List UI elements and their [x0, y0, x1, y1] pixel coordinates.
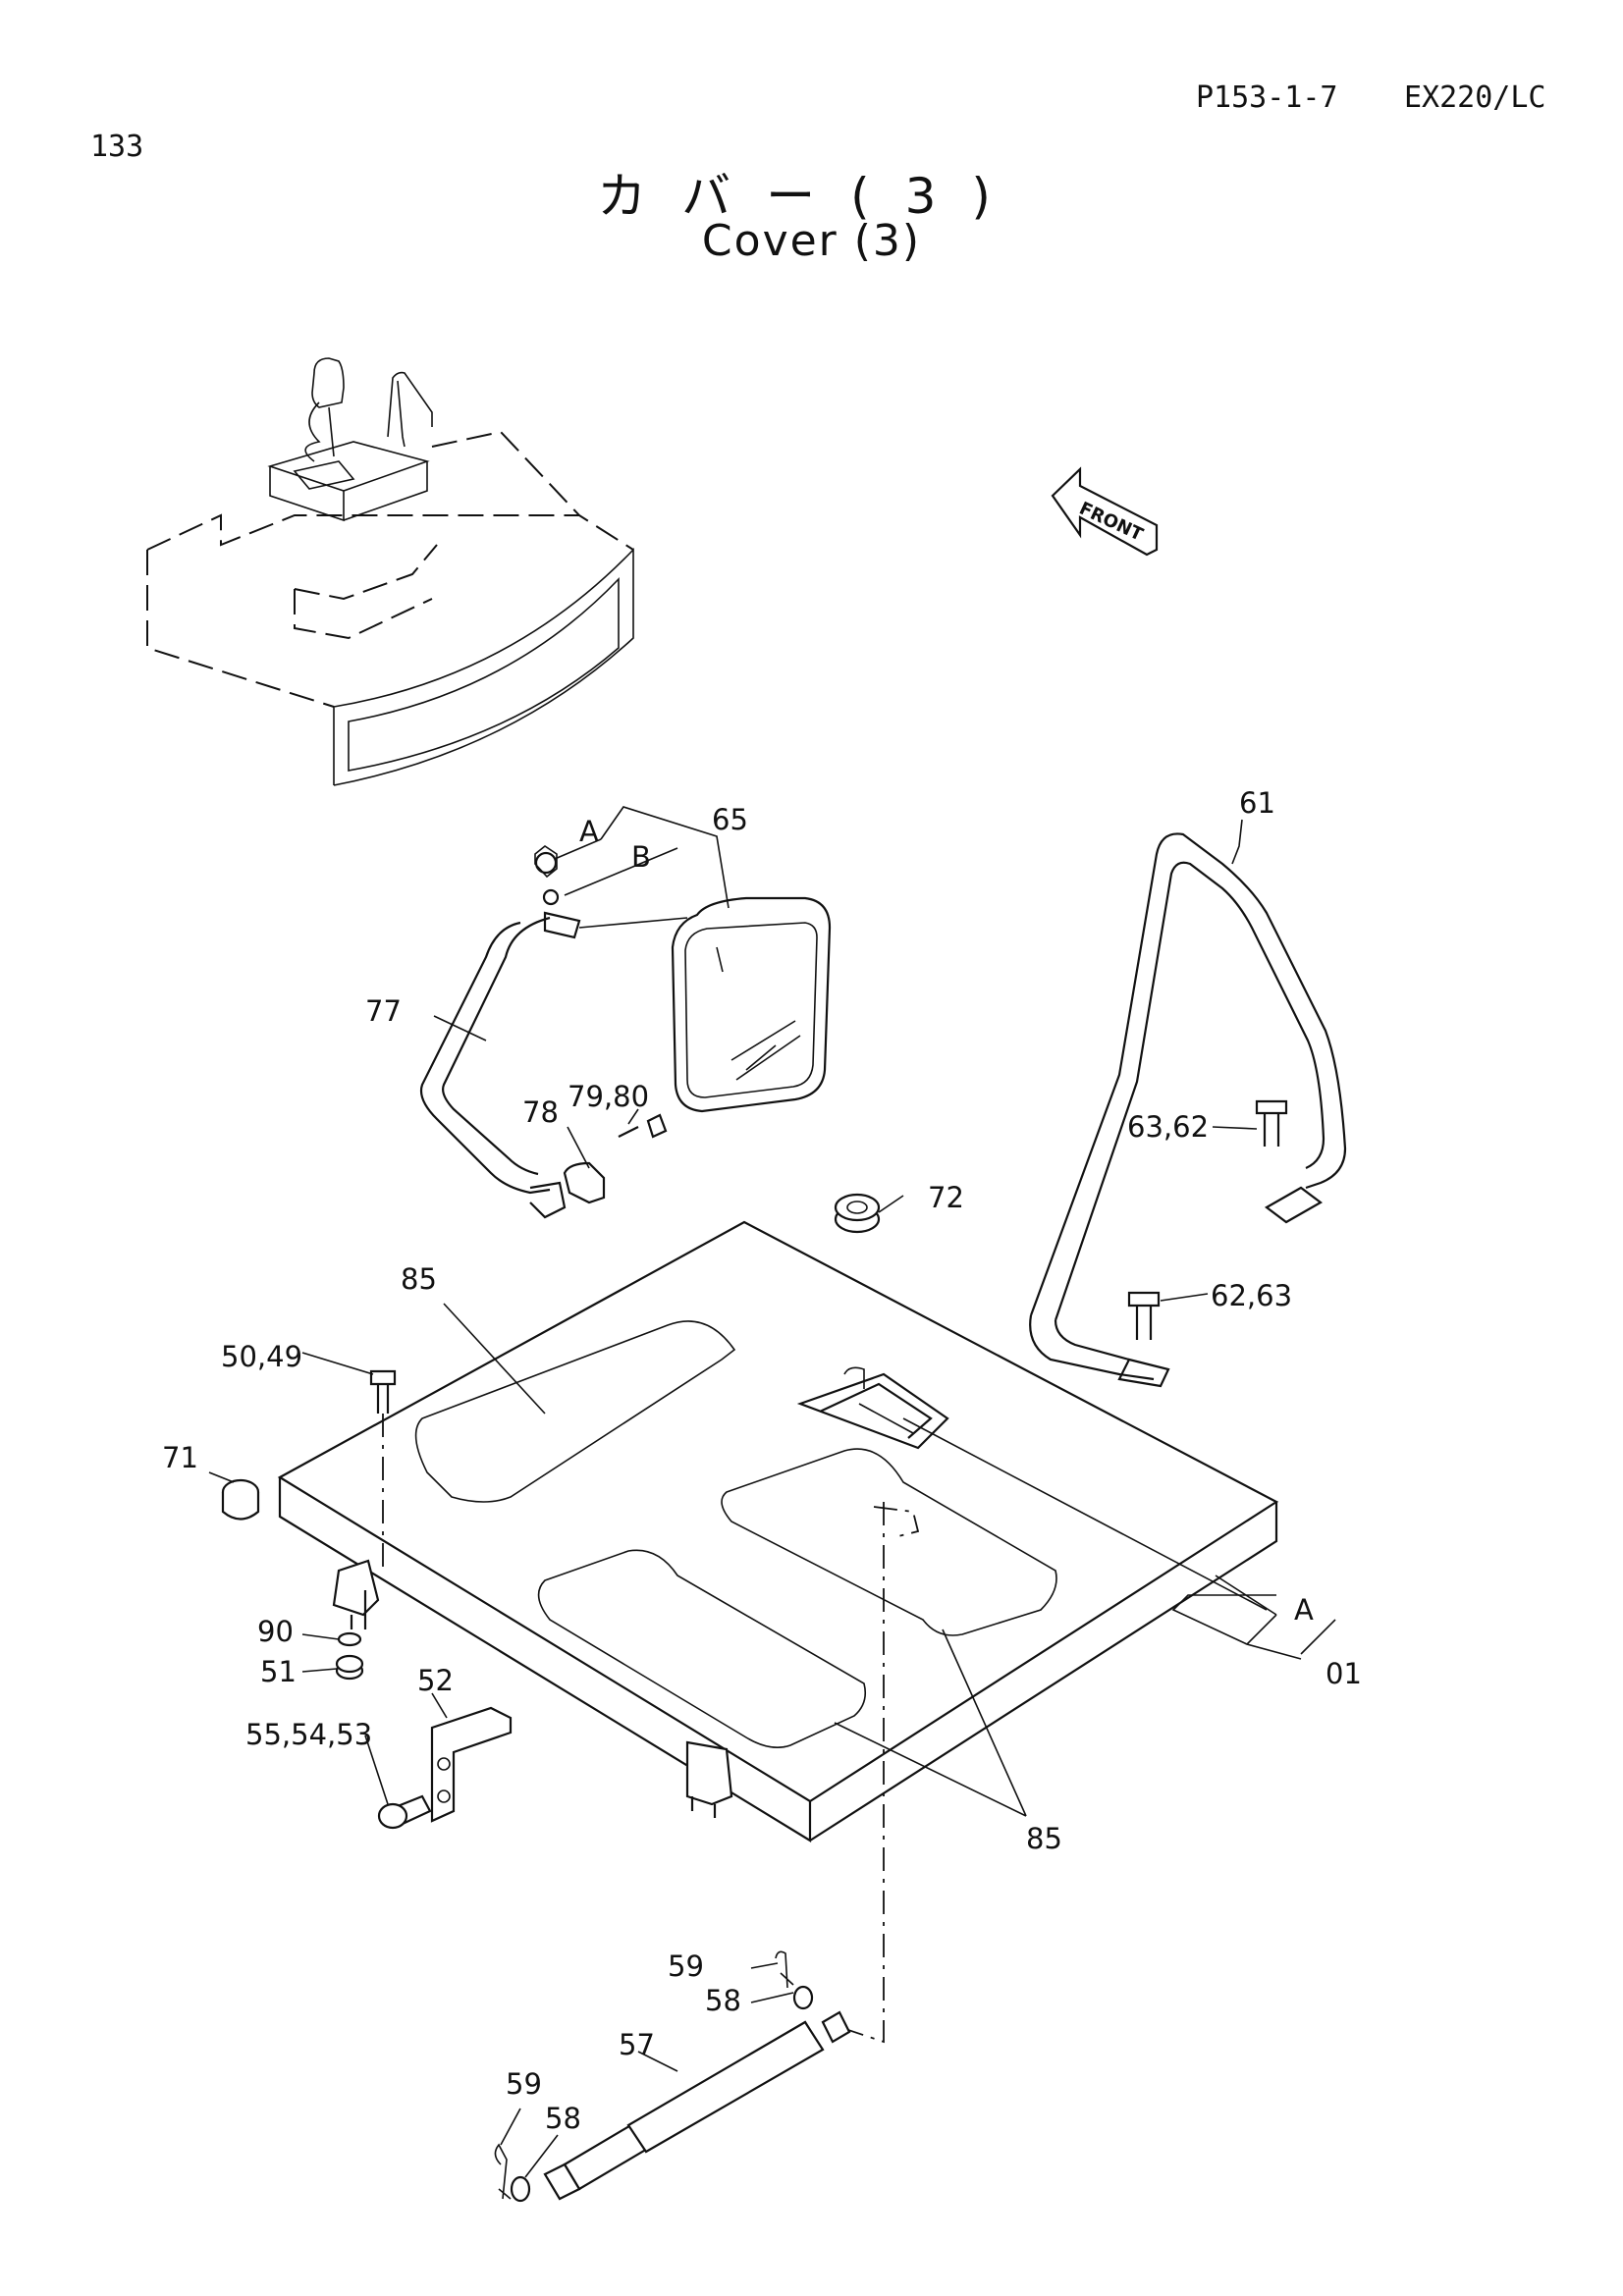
callout-51: 51 [260, 1655, 297, 1688]
callout-71: 71 [162, 1441, 198, 1474]
callout-63-62: 63,62 [1127, 1110, 1209, 1144]
leader-lines [208, 806, 1336, 2178]
callout-65: 65 [712, 803, 748, 836]
callout-90: 90 [257, 1615, 294, 1648]
front-arrow-icon: FRONT [1051, 466, 1159, 557]
callout-77: 77 [365, 994, 402, 1028]
callout-57: 57 [619, 2028, 655, 2061]
callout-59-upper: 59 [668, 1949, 704, 1983]
title-english: Cover (3) [701, 216, 922, 266]
reference-A-lower: A [1294, 1593, 1314, 1627]
model-name: EX220/LC [1404, 80, 1546, 115]
callout-72: 72 [928, 1181, 964, 1214]
callout-78: 78 [522, 1095, 559, 1129]
page-code: P153-1-7 [1196, 80, 1338, 115]
reference-A-upper: A [579, 815, 599, 848]
hardware-parts [221, 1369, 513, 1830]
reference-B: B [631, 840, 651, 874]
callout-58-lower: 58 [545, 2102, 581, 2135]
callout-59-lower: 59 [506, 2067, 542, 2101]
handrail [1029, 832, 1347, 1388]
callout-01: 01 [1325, 1657, 1362, 1690]
callout-85-upper: 85 [401, 1262, 437, 1296]
grommet [834, 1193, 881, 1234]
machine-overview [146, 357, 634, 786]
title-japanese: カバー(3) [597, 168, 1026, 225]
mirror-assembly [419, 845, 832, 1219]
callout-58-upper: 58 [705, 1984, 741, 2017]
callout-52: 52 [417, 1664, 454, 1697]
cover-panel [277, 1220, 1279, 2044]
callout-55-54-53: 55,54,53 [245, 1718, 372, 1751]
callouts: 01 50,49 51 52 55,54,53 57 58 58 59 59 6… [162, 786, 1362, 2135]
callout-61: 61 [1239, 786, 1275, 820]
gas-strut [494, 1950, 851, 2203]
callout-79-80: 79,80 [568, 1080, 649, 1113]
callout-50-49: 50,49 [221, 1340, 302, 1373]
page-number: 133 [90, 130, 144, 164]
callout-62-63: 62,63 [1211, 1279, 1292, 1312]
callout-85-lower: 85 [1026, 1822, 1062, 1855]
